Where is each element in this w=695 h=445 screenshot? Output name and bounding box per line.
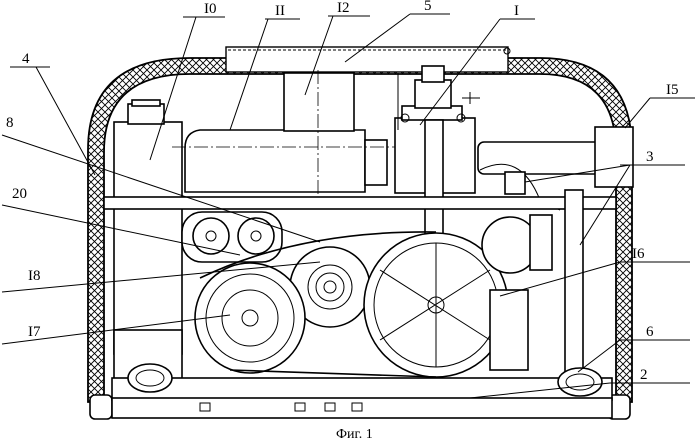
pulley-17 [195,263,305,373]
support-post [565,190,583,375]
shock-absorber-left [128,364,172,392]
label-20: 20 [12,186,27,202]
label-16: I6 [632,246,645,262]
label-17: I7 [28,324,41,340]
fan [482,215,552,370]
label-8: 8 [6,115,14,131]
label-15: I5 [666,82,679,98]
label-2: 2 [640,367,648,383]
label-5: 5 [424,0,432,14]
label-18: I8 [28,268,41,284]
shock-absorber-right [558,368,602,396]
label-4: 4 [22,51,30,67]
label-1: I [514,3,519,19]
label-10: I0 [204,1,217,17]
top-cover [226,47,510,72]
label-3: 3 [646,149,654,165]
label-11: II [275,3,285,19]
idler-rollers [182,212,282,262]
label-12: I2 [337,0,350,16]
label-6: 6 [646,324,654,340]
fuel-tank [114,100,182,390]
figure-caption: Фиг. 1 [336,427,373,442]
